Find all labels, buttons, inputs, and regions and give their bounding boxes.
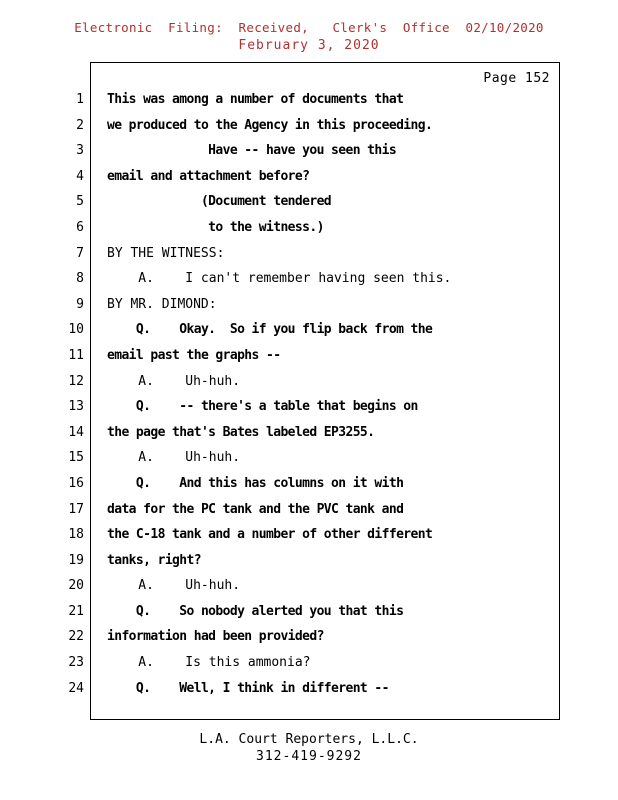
line-text: to the witness.) bbox=[107, 219, 324, 235]
line-text: Q. So nobody alerted you that this bbox=[107, 603, 404, 619]
line-number: 22 bbox=[68, 629, 84, 645]
line-number: 4 bbox=[76, 168, 84, 184]
transcript-date: February 3, 2020 bbox=[238, 38, 380, 53]
line-number: 7 bbox=[76, 245, 84, 261]
transcript-line: 5 (Document tendered bbox=[52, 194, 572, 220]
line-number: 15 bbox=[68, 450, 84, 466]
line-text: tanks, right? bbox=[107, 552, 202, 568]
page-number-label: Page 152 bbox=[483, 71, 550, 86]
transcript-line: 9 BY MR. DIMOND: bbox=[52, 297, 572, 323]
line-number: 13 bbox=[68, 399, 84, 415]
transcript-border-box bbox=[90, 62, 560, 720]
transcript-line: 3 Have -- have you seen this bbox=[52, 143, 572, 169]
line-number: 6 bbox=[76, 219, 84, 235]
line-text: A. Is this ammonia? bbox=[107, 655, 311, 671]
transcript-line: 21 Q. So nobody alerted you that this bbox=[52, 604, 572, 630]
line-number: 5 bbox=[76, 194, 84, 210]
transcript-line: 1 This was among a number of documents th… bbox=[52, 92, 572, 118]
line-text: A. Uh-huh. bbox=[107, 450, 241, 466]
transcript-line: 24 Q. Well, I think in different -- bbox=[52, 681, 572, 707]
line-number: 2 bbox=[76, 117, 84, 133]
line-number: 14 bbox=[68, 424, 84, 440]
line-text: A. I can't remember having seen this. bbox=[107, 271, 452, 287]
reporter-company-name: L.A. Court Reporters, L.L.C. bbox=[199, 732, 419, 747]
line-number: 16 bbox=[68, 475, 84, 491]
line-number: 24 bbox=[68, 680, 84, 696]
line-text: A. Uh-huh. bbox=[107, 373, 241, 389]
transcript-line: 17 data for the PC tank and the PVC tank … bbox=[52, 502, 572, 528]
transcript-line: 2 we produced to the Agency in this proce… bbox=[52, 118, 572, 144]
electronic-filing-stamp: Electronic Filing: Received, Clerk's Off… bbox=[74, 20, 544, 35]
line-number: 19 bbox=[68, 552, 84, 568]
transcript-line: 12 A. Uh-huh. bbox=[52, 374, 572, 400]
line-text: (Document tendered bbox=[107, 194, 332, 210]
line-text: email past the graphs -- bbox=[107, 347, 281, 363]
transcript-line: 10 Q. Okay. So if you flip back from the bbox=[52, 322, 572, 348]
transcript-line: 14 the page that's Bates labeled EP3255. bbox=[52, 425, 572, 451]
line-text: Have -- have you seen this bbox=[107, 143, 397, 159]
line-text: the page that's Bates labeled EP3255. bbox=[107, 424, 375, 440]
transcript-line: 20 A. Uh-huh. bbox=[52, 578, 572, 604]
transcript-line: 7 BY THE WITNESS: bbox=[52, 246, 572, 272]
line-number: 3 bbox=[76, 143, 84, 159]
line-number: 11 bbox=[68, 347, 84, 363]
line-text: information had been provided? bbox=[107, 629, 324, 645]
transcript-line: 15 A. Uh-huh. bbox=[52, 450, 572, 476]
reporter-phone: 312-419-9292 bbox=[256, 749, 362, 764]
line-number: 21 bbox=[68, 603, 84, 619]
line-text: Q. And this has columns on it with bbox=[107, 475, 404, 491]
line-text: Q. Okay. So if you flip back from the bbox=[107, 322, 433, 338]
line-text: Q. -- there's a table that begins on bbox=[107, 399, 418, 415]
line-number: 1 bbox=[76, 92, 84, 107]
line-number: 18 bbox=[68, 527, 84, 543]
line-text: Q. Well, I think in different -- bbox=[107, 680, 390, 696]
line-text: This was among a number of documents tha… bbox=[107, 92, 404, 107]
transcript-line: 8 A. I can't remember having seen this. bbox=[52, 271, 572, 297]
line-text: email and attachment before? bbox=[107, 168, 310, 184]
line-number: 8 bbox=[76, 271, 84, 287]
transcript-line: 22 information had been provided? bbox=[52, 629, 572, 655]
transcript-line: 19 tanks, right? bbox=[52, 553, 572, 579]
line-number: 17 bbox=[68, 501, 84, 517]
transcript-line: 13 Q. -- there's a table that begins on bbox=[52, 399, 572, 425]
transcript-line: 11 email past the graphs -- bbox=[52, 348, 572, 374]
filing-header: Electronic Filing: Received, Clerk's Off… bbox=[0, 20, 618, 53]
transcript-lines: 1 This was among a number of documents th… bbox=[52, 92, 572, 706]
transcript-line: 6 to the witness.) bbox=[52, 220, 572, 246]
line-number: 9 bbox=[76, 296, 84, 312]
line-text: A. Uh-huh. bbox=[107, 578, 241, 594]
line-text: data for the PC tank and the PVC tank an… bbox=[107, 501, 404, 517]
line-number: 10 bbox=[68, 322, 84, 338]
line-text: we produced to the Agency in this procee… bbox=[107, 117, 433, 133]
line-number: 12 bbox=[68, 373, 84, 389]
transcript-line: 16 Q. And this has columns on it with bbox=[52, 476, 572, 502]
transcript-line: 4 email and attachment before? bbox=[52, 169, 572, 195]
transcript-line: 18 the C-18 tank and a number of other di… bbox=[52, 527, 572, 553]
transcript-line: 23 A. Is this ammonia? bbox=[52, 655, 572, 681]
line-number: 23 bbox=[68, 655, 84, 671]
line-text: the C-18 tank and a number of other diff… bbox=[107, 527, 433, 543]
line-text: BY MR. DIMOND: bbox=[107, 296, 217, 312]
line-text: BY THE WITNESS: bbox=[107, 245, 225, 261]
reporter-footer: L.A. Court Reporters, L.L.C. 312-419-929… bbox=[0, 732, 618, 764]
line-number: 20 bbox=[68, 578, 84, 594]
